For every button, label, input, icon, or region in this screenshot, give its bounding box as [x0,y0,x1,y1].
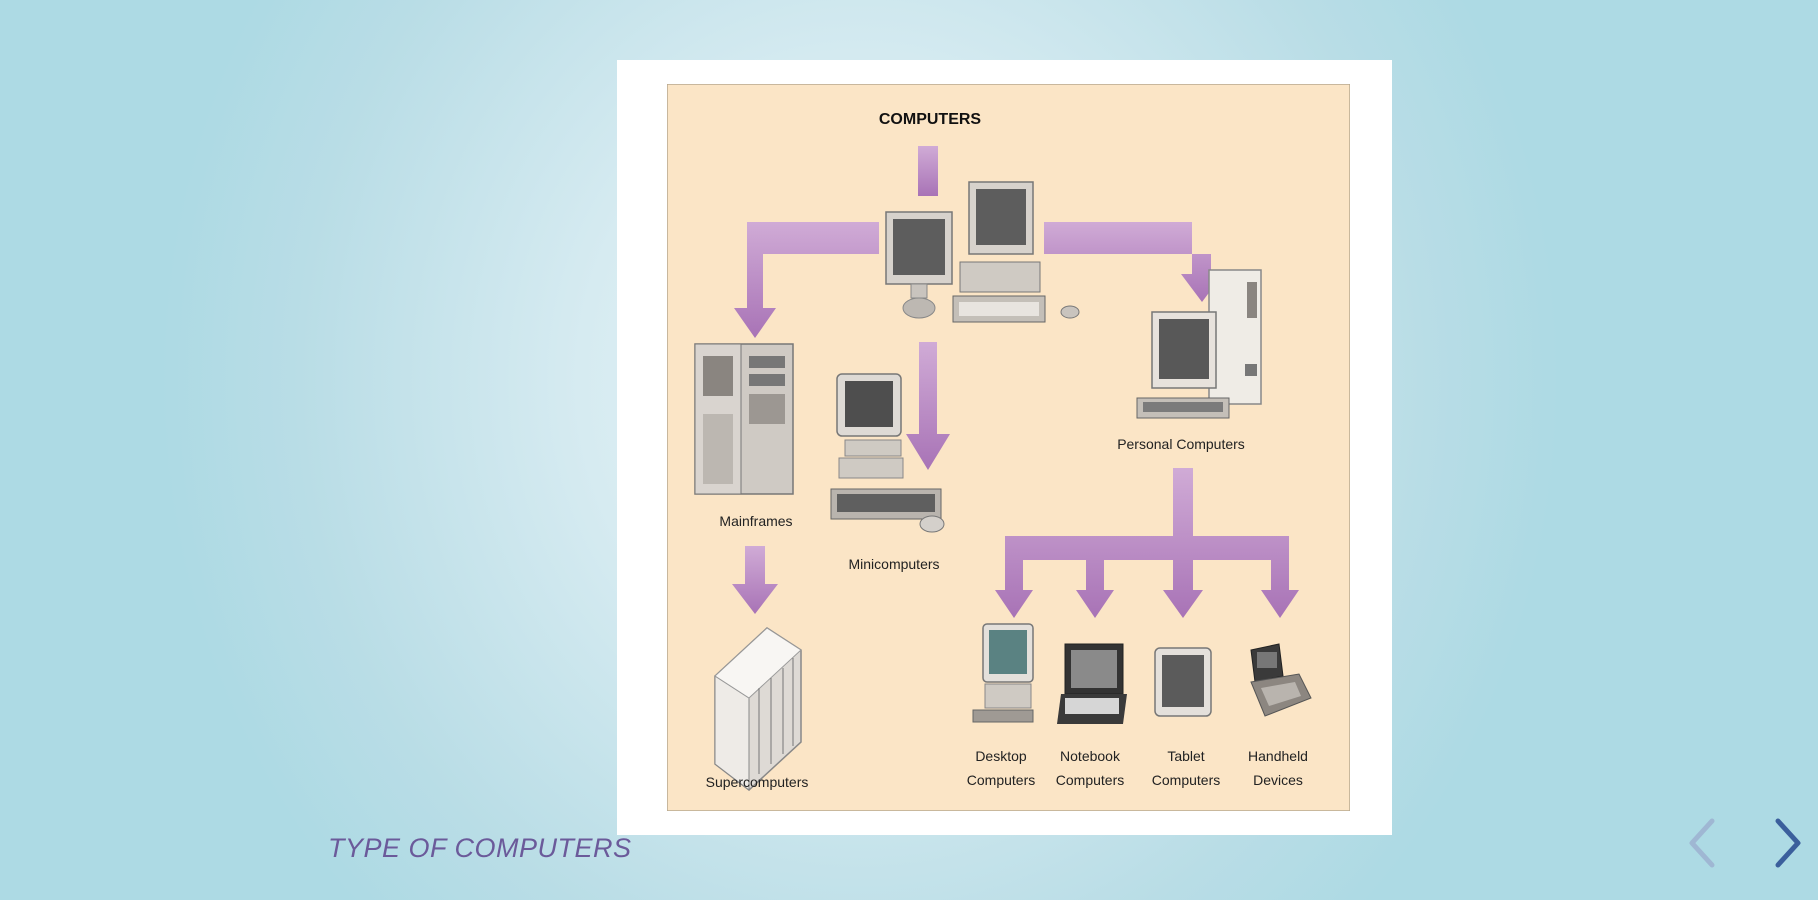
previous-slide-button[interactable] [1680,815,1724,871]
minicomputers-arrow [906,342,950,470]
supercomputers-label: Supercomputers [706,774,809,790]
mainframes-arrow [734,222,879,338]
personal-computers-icon [1136,269,1262,419]
notebook-computers-icon [1057,643,1127,724]
tablet-label-line2: Computers [1152,772,1220,788]
diagram-title: COMPUTERS [879,111,982,128]
desktop-label-line1: Desktop [975,748,1027,764]
computers-diagram: COMPUTERS [667,84,1350,811]
next-slide-button[interactable] [1766,815,1810,871]
personal-computers-label: Personal Computers [1117,436,1245,452]
handheld-label-line2: Devices [1253,772,1303,788]
notebook-label-line1: Notebook [1060,748,1121,764]
supercomputers-arrow [732,546,778,614]
desktop-computers-icon [972,623,1034,723]
mainframes-label: Mainframes [719,513,792,529]
tablet-label-line1: Tablet [1167,748,1204,764]
slide-image: COMPUTERS [617,60,1392,835]
chevron-right-icon [1775,818,1801,868]
top-stem-arrow [918,146,938,196]
mainframes-icon [694,343,794,495]
personal-arrow [1044,222,1223,302]
handheld-label-line1: Handheld [1248,748,1308,764]
supercomputers-icon [714,627,802,792]
slide-caption: TYPE OF COMPUTERS [328,833,632,863]
diagram-arrows [732,146,1299,618]
minicomputers-icon [830,373,945,533]
handheld-devices-icon [1250,643,1312,717]
minicomputers-label: Minicomputers [848,556,939,572]
center-desktop-icon [952,181,1080,323]
desktop-label-line2: Computers [967,772,1035,788]
chevron-left-icon [1689,818,1715,868]
center-monitor-icon [885,211,953,319]
tablet-computers-icon [1154,647,1212,717]
notebook-label-line2: Computers [1056,772,1124,788]
personal-sub-arrows [995,468,1299,618]
